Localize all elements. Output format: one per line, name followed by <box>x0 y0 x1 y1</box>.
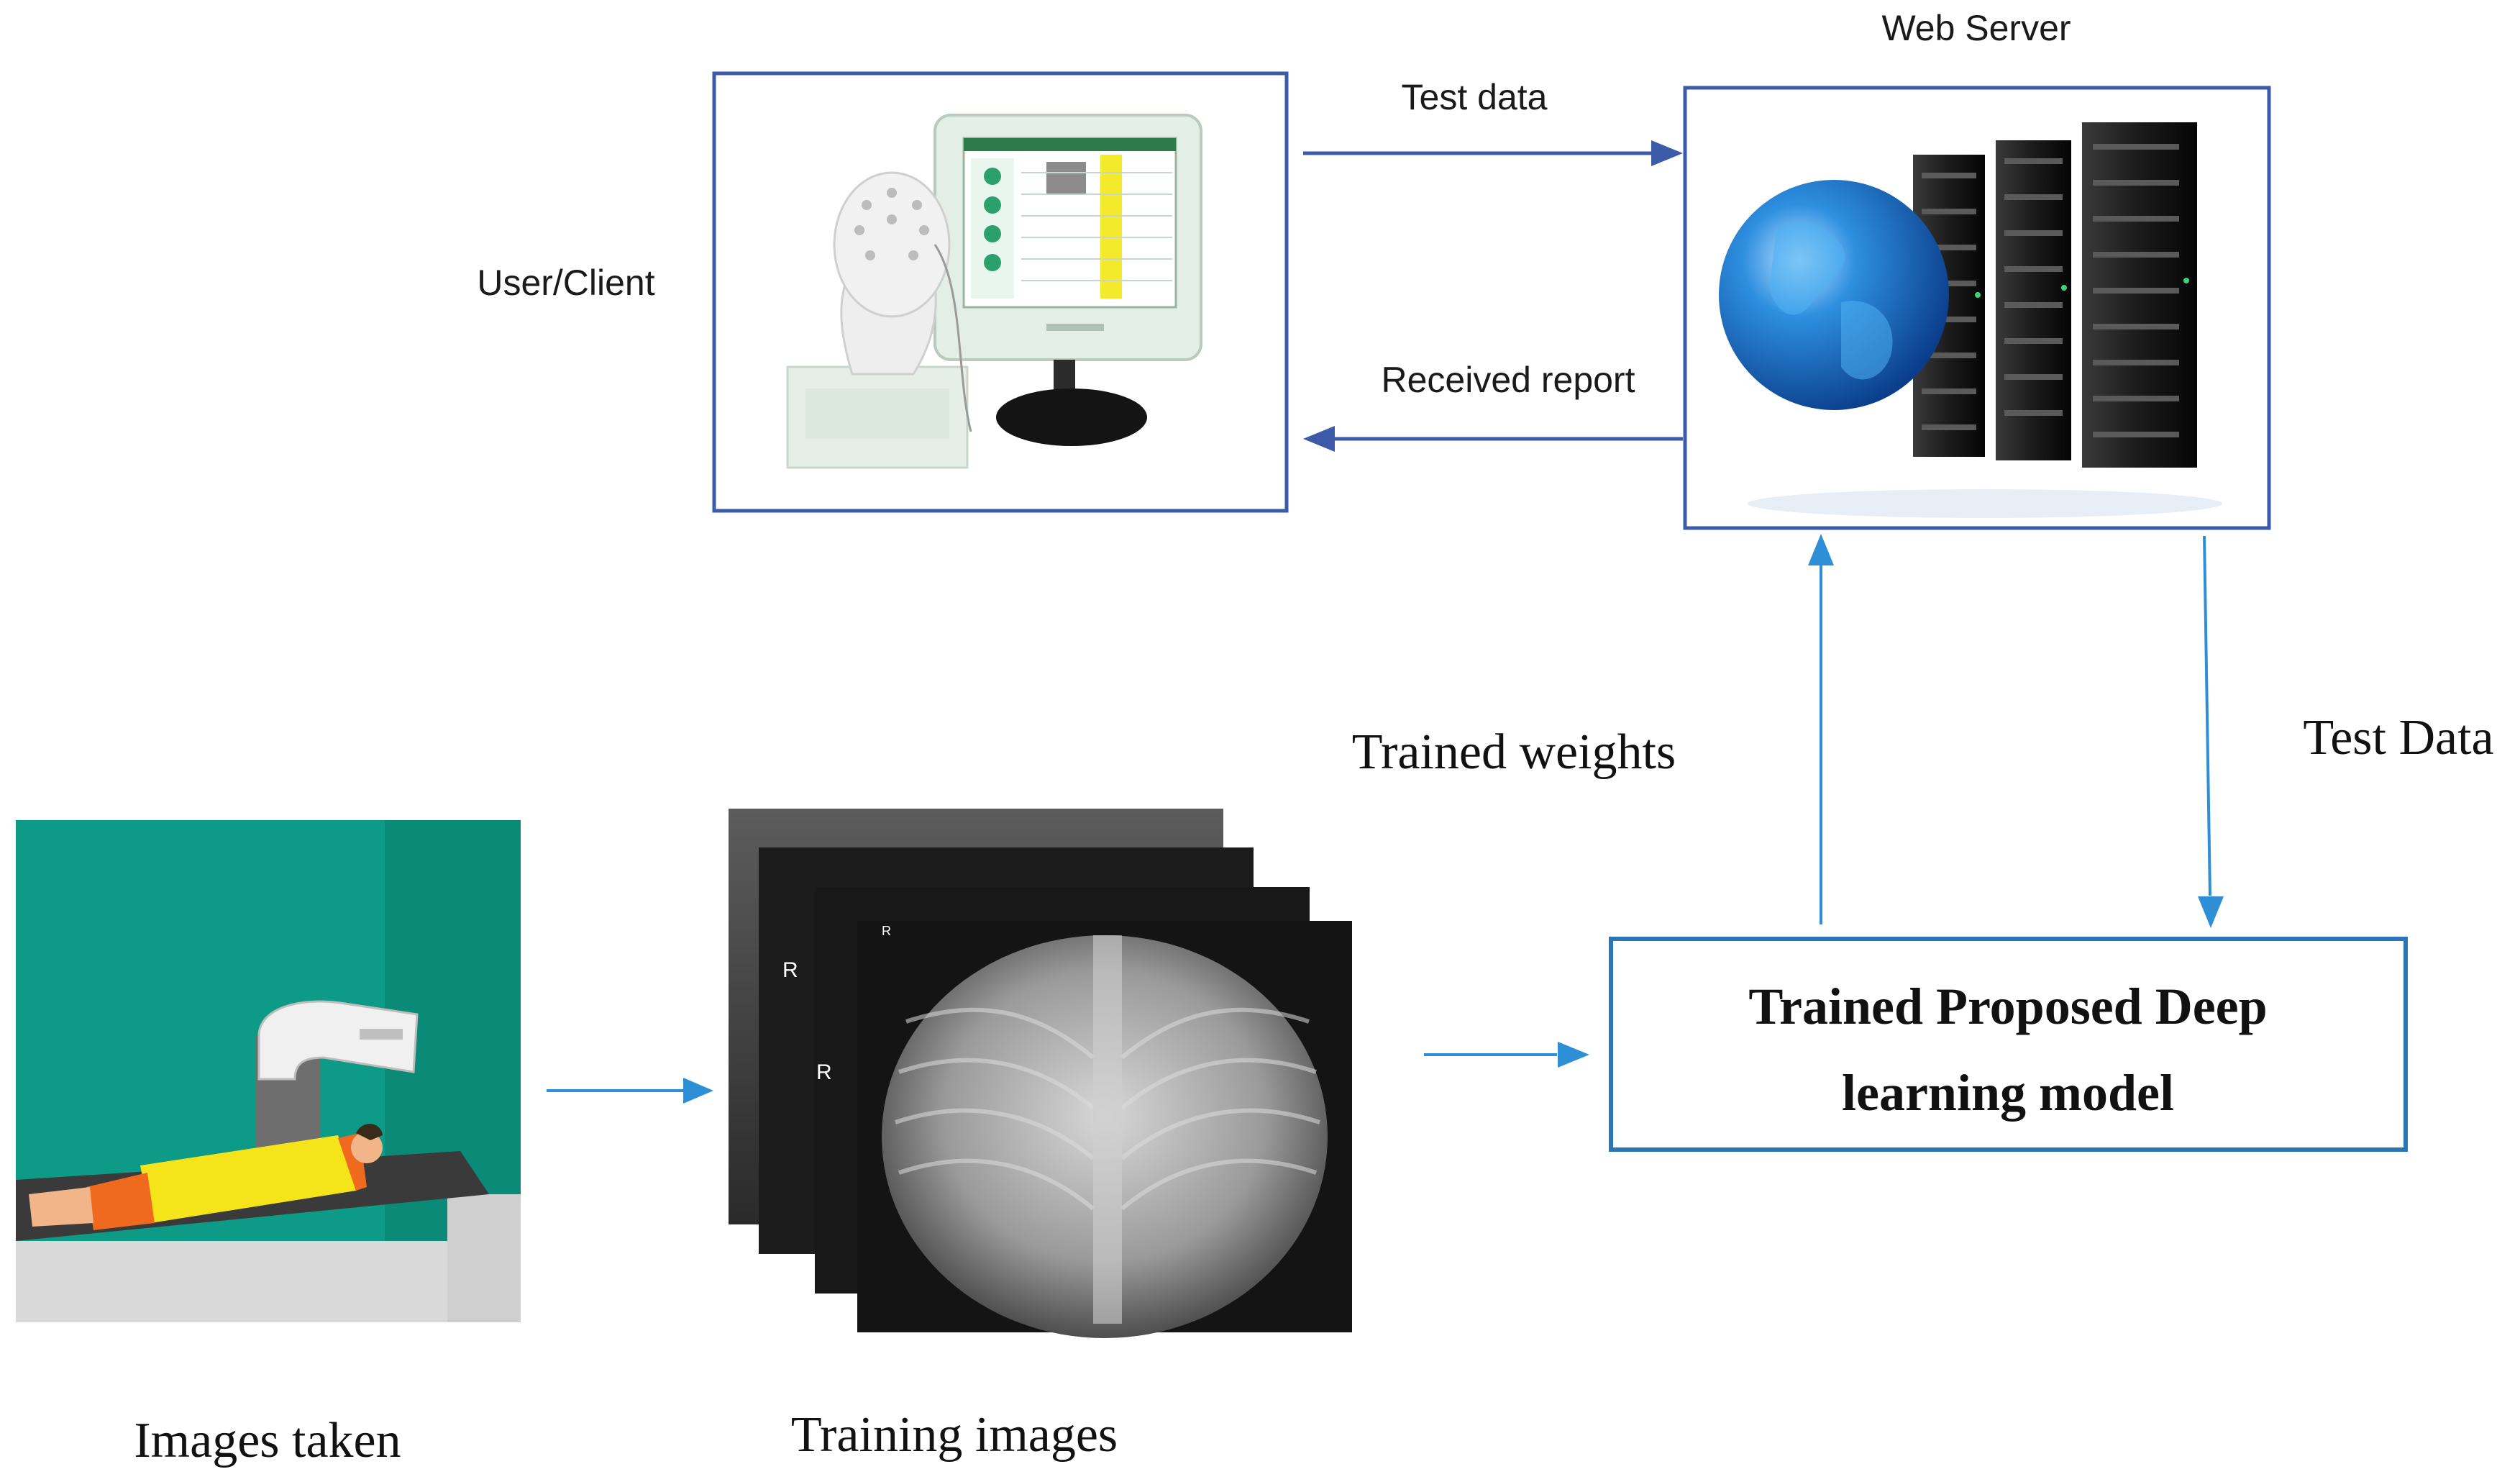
model-box-line1: Trained Proposed Deep <box>1748 978 2267 1035</box>
user-client-label: User/Client <box>477 263 654 303</box>
web-server-label: Web Server <box>1881 8 2071 48</box>
received-report-label: Received report <box>1382 360 1635 400</box>
test-data-side-label: Test Data <box>2303 710 2493 765</box>
arrow-trained-weights <box>1808 534 1834 924</box>
model-box-line2: learning model <box>1842 1064 2174 1122</box>
arrow-images-to-training <box>547 1078 713 1104</box>
arrow-received-report <box>1303 426 1683 452</box>
globe-server-rack-icon <box>1719 122 2222 518</box>
xray-marker-r3: R <box>882 924 891 938</box>
chest-xray-stack-icon: R R R <box>729 809 1352 1338</box>
trained-weights-label: Trained weights <box>1352 724 1676 780</box>
patient-xray-scan-icon <box>16 820 521 1322</box>
model-box: Trained Proposed Deep learning model <box>1609 937 2408 1152</box>
arrow-test-data <box>1303 140 1683 166</box>
training-images-label: Training images <box>791 1407 1118 1463</box>
eeg-head-monitor-icon <box>786 114 1202 469</box>
arrow-training-to-model <box>1424 1042 1589 1068</box>
images-taken-label: Images taken <box>134 1413 401 1468</box>
xray-marker-r1: R <box>782 958 798 982</box>
server-box <box>1683 86 2271 530</box>
xray-marker-r2: R <box>816 1060 832 1084</box>
client-box <box>712 71 1289 513</box>
test-data-top-label: Test data <box>1402 77 1548 117</box>
arrow-test-data-down <box>2198 535 2224 928</box>
